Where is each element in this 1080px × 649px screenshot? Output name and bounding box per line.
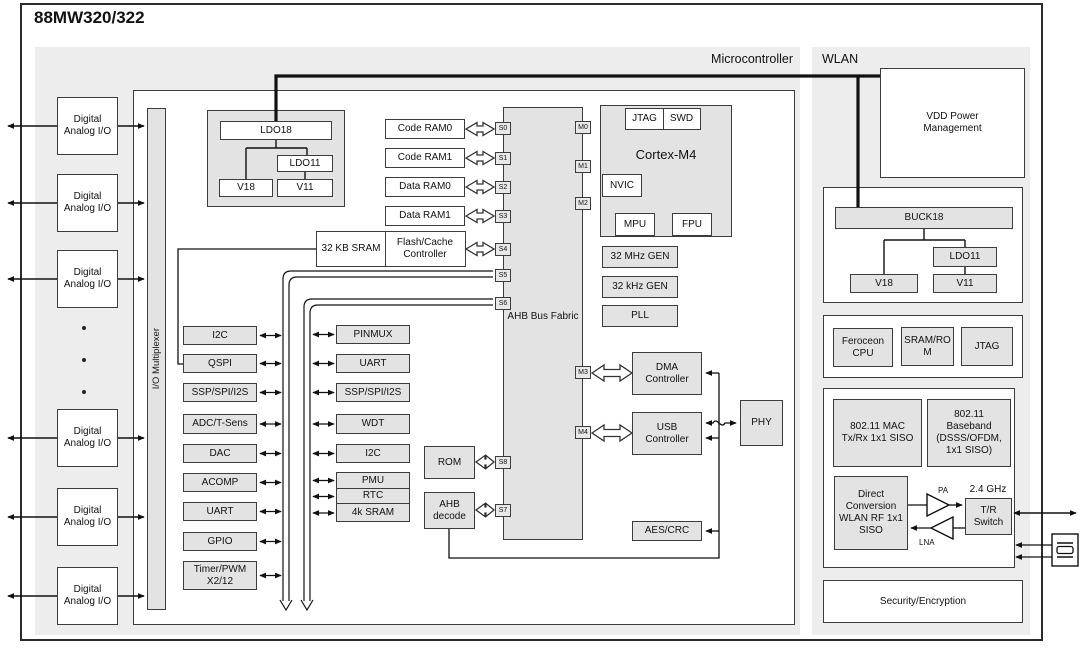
digital-analog-io-1: Digital Analog I/O [57, 97, 118, 155]
data-ram1: Data RAM1 [385, 206, 465, 226]
ellipsis-dot [82, 390, 86, 394]
mpu-block: MPU [615, 213, 655, 236]
periph-i2c-0: I2C [183, 326, 257, 345]
port-s4: S4 [495, 243, 511, 256]
io-multiplexer-label: I/O Multiplexer [150, 328, 162, 390]
cortex-m4-label: Cortex-M4 [635, 147, 697, 162]
ahb-bus-fabric: AHB Bus Fabric [503, 107, 583, 540]
usb-controller: USB Controller [632, 412, 702, 455]
wlan-v11-block: V11 [933, 274, 997, 293]
ldo11-block: LDO11 [277, 155, 333, 172]
code-ram1: Code RAM1 [385, 148, 465, 168]
periph-wdt: WDT [336, 414, 410, 434]
dma-controller: DMA Controller [632, 352, 702, 395]
nvic-block: NVIC [602, 174, 642, 197]
periph-pmu: PMU [336, 472, 410, 489]
swd-block: SWD [662, 108, 701, 130]
port-s3: S3 [495, 210, 511, 223]
periph-uart-1: UART [336, 354, 410, 373]
port-s2: S2 [495, 181, 511, 194]
security-encryption: Security/Encryption [823, 580, 1023, 623]
ellipsis-dot [82, 326, 86, 330]
v18-block: V18 [219, 179, 273, 197]
port-s6: S6 [495, 297, 511, 310]
periph-i2c-1: I2C [336, 444, 410, 463]
ahb-decode-block: AHB decode [424, 492, 475, 529]
digital-analog-io-4: Digital Analog I/O [57, 409, 118, 467]
code-ram0: Code RAM0 [385, 119, 465, 139]
freq-2-4ghz-label: 2.4 GHz [969, 484, 1007, 495]
tr-switch: T/R Switch [965, 498, 1012, 535]
periph-pinmux: PINMUX [336, 325, 410, 344]
periph-gpio: GPIO [183, 532, 257, 551]
pa-label: PA [938, 486, 949, 495]
port-m2: M2 [575, 197, 591, 210]
data-ram0: Data RAM0 [385, 177, 465, 197]
periph-acomp: ACOMP [183, 473, 257, 492]
direct-conversion-rf: Direct Conversion WLAN RF 1x1 SISO [834, 476, 908, 550]
port-m3: M3 [575, 366, 591, 379]
microcontroller-label: Microcontroller [711, 52, 793, 66]
port-s0: S0 [495, 122, 511, 135]
mac-80211: 802.11 MAC Tx/Rx 1x1 SISO [833, 399, 922, 467]
vdd-power-management-label: VDD Power Management [923, 111, 982, 134]
flash-cache-controller: Flash/Cache Controller [384, 231, 466, 267]
port-s8: S8 [495, 456, 511, 469]
periph-dac: DAC [183, 444, 257, 463]
port-m1: M1 [575, 160, 591, 173]
gen-32khz: 32 kHz GEN [602, 276, 678, 298]
ahb-bus-fabric-label: AHB Bus Fabric [507, 311, 579, 322]
digital-analog-io-2: Digital Analog I/O [57, 174, 118, 232]
digital-analog-io-6: Digital Analog I/O [57, 567, 118, 625]
gen-32mhz: 32 MHz GEN [602, 246, 678, 268]
v11-block: V11 [277, 179, 333, 197]
digital-analog-io-5: Digital Analog I/O [57, 488, 118, 546]
ldo18-block: LDO18 [220, 121, 332, 140]
port-s1: S1 [495, 152, 511, 165]
lna-label: LNA [919, 538, 935, 547]
rom-block: ROM [424, 446, 475, 479]
baseband-80211: 802.11 Baseband (DSSS/OFDM, 1x1 SISO) [927, 399, 1011, 467]
phy-block: PHY [740, 400, 783, 446]
periph-qspi: QSPI [183, 354, 257, 373]
periph-ssp-1: SSP/SPI/I2S [336, 383, 410, 402]
page-title: 88MW320/322 [34, 8, 145, 27]
digital-analog-io-3: Digital Analog I/O [57, 250, 118, 308]
periph-timer-pwm: Timer/PWM X2/12 [183, 561, 257, 590]
port-s5: S5 [495, 269, 511, 282]
wlan-jtag: JTAG [961, 327, 1013, 366]
buck18-block: BUCK18 [835, 207, 1013, 229]
wlan-label: WLAN [822, 52, 859, 66]
jtag-block: JTAG [625, 108, 664, 130]
wlan-v18-block: V18 [850, 274, 918, 293]
periph-uart-0: UART [183, 502, 257, 521]
feroceon-cpu: Feroceon CPU [833, 328, 893, 367]
pll-block: PLL [602, 305, 678, 327]
periph-4k-sram: 4k SRAM [336, 503, 410, 522]
sram-32kb: 32 KB SRAM [316, 231, 386, 267]
ellipsis-dot [82, 358, 86, 362]
fpu-block: FPU [672, 213, 712, 236]
port-m0: M0 [575, 121, 591, 134]
aes-crc-block: AES/CRC [632, 521, 702, 541]
periph-adc: ADC/T-Sens [183, 414, 257, 434]
vdd-power-management: VDD Power Management [880, 68, 1025, 178]
periph-ssp-0: SSP/SPI/I2S [183, 383, 257, 402]
io-multiplexer: I/O Multiplexer [147, 108, 166, 610]
port-s7: S7 [495, 504, 511, 517]
periph-rtc: RTC [336, 487, 410, 505]
wlan-sram-rom: SRAM/ROM [901, 327, 954, 366]
wlan-ldo11-block: LDO11 [933, 247, 997, 267]
port-m4: M4 [575, 426, 591, 439]
